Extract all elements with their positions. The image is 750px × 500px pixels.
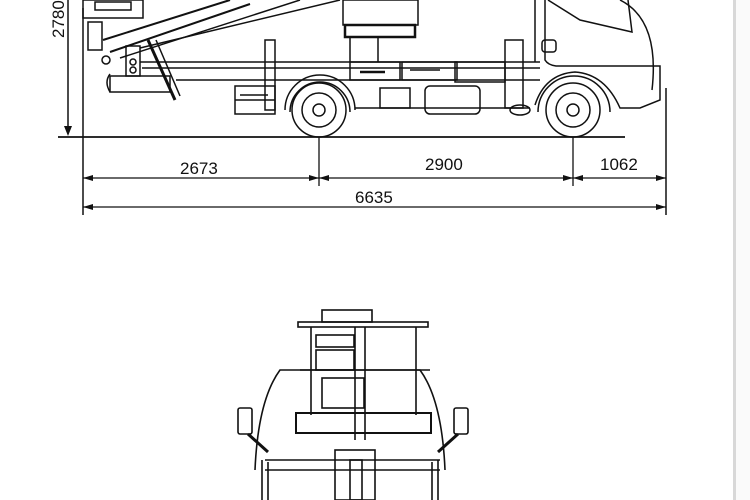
front-view — [237, 309, 469, 500]
dim-wheelbase: 2900 — [425, 155, 463, 174]
dim-height: 2780 — [49, 0, 68, 38]
side-view — [58, 0, 667, 215]
dimension-lines — [83, 137, 666, 210]
page-edge — [733, 0, 750, 500]
dim-front-overhang: 1062 — [600, 155, 638, 174]
dim-rear-overhang: 2673 — [180, 159, 218, 178]
dim-overall-length: 6635 — [355, 188, 393, 207]
